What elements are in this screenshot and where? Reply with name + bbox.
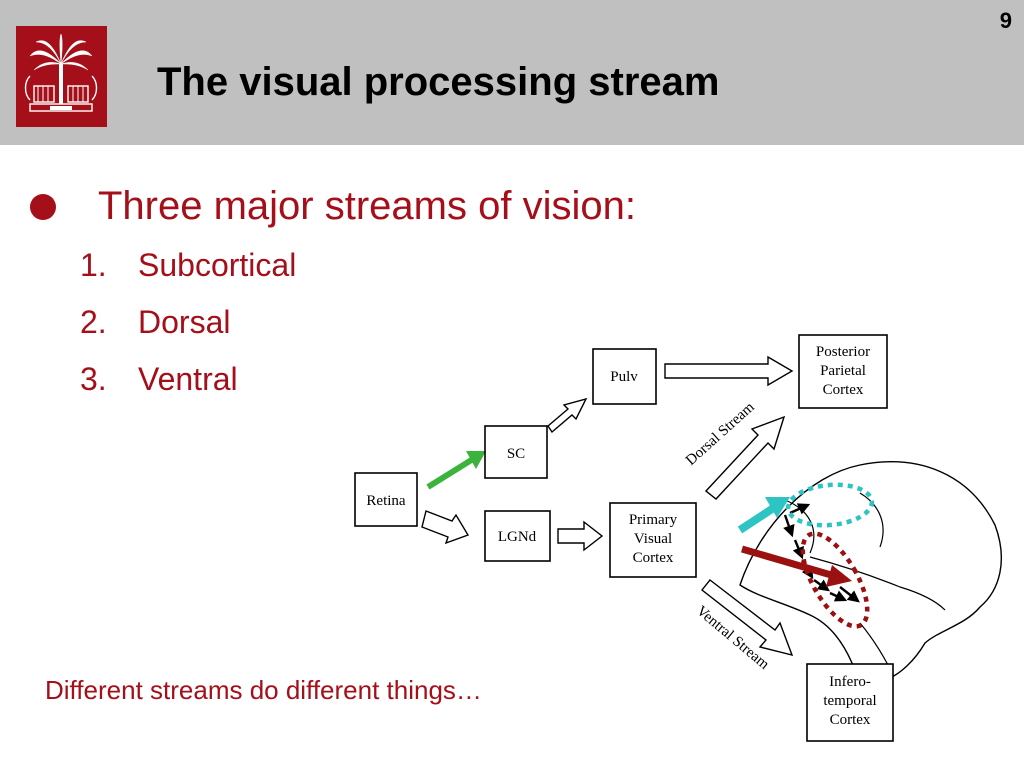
infero-label-line3: Cortex xyxy=(830,712,871,728)
lgnd-label: LGNd xyxy=(498,529,537,545)
list-item-number: 1. xyxy=(80,247,107,283)
lgnd-box: LGNd xyxy=(484,510,551,562)
slide-title: The visual processing stream xyxy=(157,60,720,104)
pulv-box: Pulv xyxy=(592,348,657,405)
inferotemporal-cortex-box: Infero- temporal Cortex xyxy=(806,663,894,742)
primary-label-line3: Cortex xyxy=(633,550,674,566)
dorsal-stream-arrow xyxy=(704,415,786,500)
posterior-parietal-cortex-box: Posterior Parietal Cortex xyxy=(798,334,888,409)
posterior-label-line2: Parietal xyxy=(820,363,866,379)
retina-to-lgnd-arrow xyxy=(421,510,470,545)
list-item-number: 3. xyxy=(80,361,107,397)
retina-label: Retina xyxy=(366,493,405,509)
sc-label: SC xyxy=(507,446,525,462)
brain-outline xyxy=(739,461,1002,683)
pulv-label: Pulv xyxy=(610,369,638,385)
visual-stream-diagram: Retina SC LGNd Pulv Primary Visual Corte… xyxy=(354,334,1002,742)
posterior-label-line3: Cortex xyxy=(823,382,864,398)
posterior-label-line1: Posterior xyxy=(816,344,870,360)
bullet-icon xyxy=(30,194,56,220)
list-item-label: Subcortical xyxy=(138,247,297,283)
footer-caption: Different streams do different things… xyxy=(45,675,482,705)
university-logo xyxy=(16,26,107,127)
slide-header: The visual processing stream 9 xyxy=(0,0,1024,145)
list-item-number: 2. xyxy=(80,304,107,340)
palmetto-logo-icon xyxy=(24,33,98,112)
sc-box: SC xyxy=(484,425,548,479)
list-item-label: Dorsal xyxy=(138,304,231,340)
lgnd-to-primary-arrow xyxy=(557,520,604,552)
list-item-label: Ventral xyxy=(138,361,238,397)
retina-box: Retina xyxy=(354,472,418,527)
slide-number: 9 xyxy=(999,8,1012,33)
primary-label-line2: Visual xyxy=(634,531,672,547)
primary-visual-cortex-box: Primary Visual Cortex xyxy=(609,502,697,578)
sc-to-pulv-arrow xyxy=(547,397,588,434)
primary-label-line1: Primary xyxy=(629,512,678,528)
ventral-stream-arrow xyxy=(701,579,794,657)
infero-label-line1: Infero- xyxy=(829,674,871,690)
infero-label-line2: temporal xyxy=(823,693,876,709)
pulv-to-posterior-arrow xyxy=(664,355,794,387)
main-bullet-text: Three major streams of vision: xyxy=(98,184,636,228)
